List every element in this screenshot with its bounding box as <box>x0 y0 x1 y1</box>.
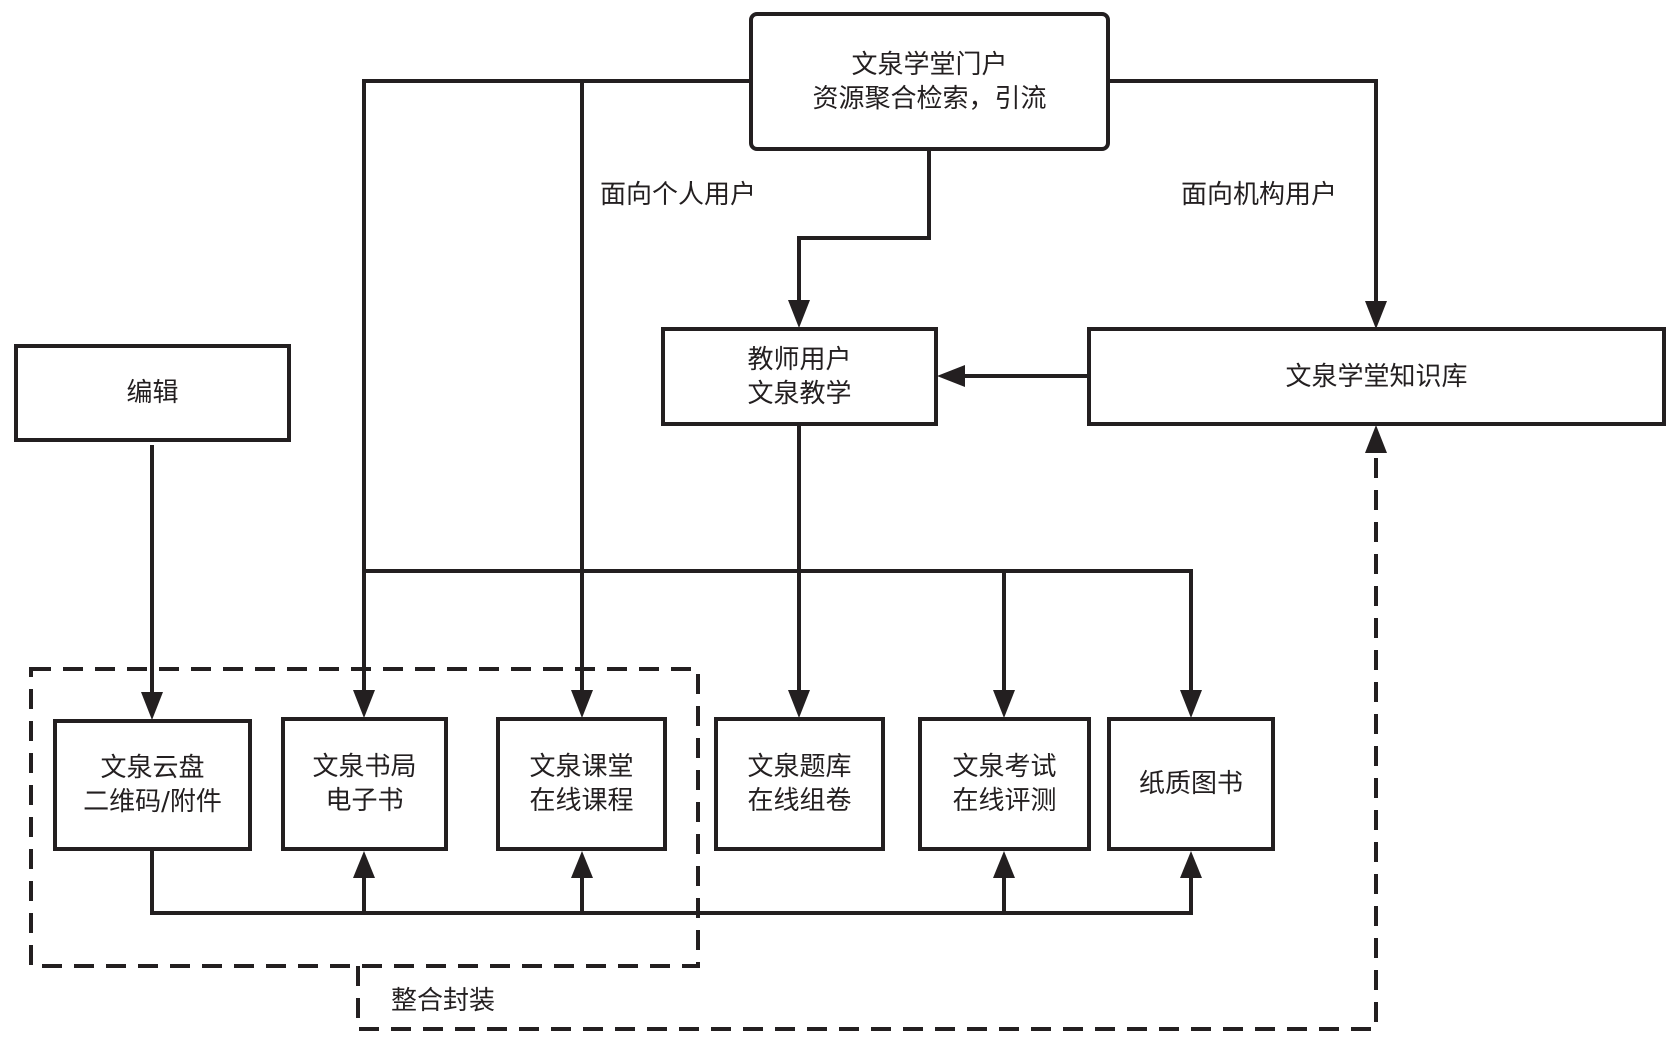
teacher-title: 教师用户 <box>747 344 852 375</box>
arrowhead-down-cloud-drive <box>141 692 163 720</box>
arrowhead-down-exam <box>993 690 1015 718</box>
edge-portal-to-teacher <box>797 150 931 302</box>
node-bookstore[interactable]: 文泉书局 电子书 <box>281 717 448 851</box>
node-paper-books[interactable]: 纸质图书 <box>1107 717 1275 851</box>
arrowhead-down-bookstore <box>353 690 375 718</box>
arrowhead-down-teacher <box>788 300 810 328</box>
cloud-drive-subtitle: 二维码/附件 <box>83 787 222 817</box>
editor-label: 编辑 <box>126 378 179 408</box>
arrowhead-up-exam <box>993 851 1015 878</box>
arrowhead-up-paper-books <box>1180 851 1202 878</box>
node-editor[interactable]: 编辑 <box>14 344 291 442</box>
bookstore-subtitle: 电子书 <box>325 786 404 816</box>
bookstore-title: 文泉书局 <box>312 752 417 782</box>
node-exam[interactable]: 文泉考试 在线评测 <box>918 717 1091 851</box>
exam-subtitle: 在线评测 <box>952 786 1057 816</box>
label-institution-users: 面向机构用户 <box>1181 180 1338 210</box>
node-question-bank[interactable]: 文泉题库 在线组卷 <box>714 717 885 851</box>
node-cloud-drive[interactable]: 文泉云盘 二维码/附件 <box>53 719 252 851</box>
classroom-subtitle: 在线课程 <box>529 786 634 816</box>
label-personal-users: 面向个人用户 <box>600 180 757 210</box>
arrowhead-up-bookstore <box>353 851 375 878</box>
edge-cloud-bottom-bus <box>150 850 1193 915</box>
node-portal[interactable]: 文泉学堂门户 资源聚合检索，引流 <box>749 12 1110 151</box>
teacher-subtitle: 文泉教学 <box>747 378 852 409</box>
question-bank-subtitle: 在线组卷 <box>747 786 852 816</box>
question-bank-title: 文泉题库 <box>747 752 852 782</box>
edge-portal-to-knowledge-base <box>1109 79 1378 303</box>
knowledge-base-label: 文泉学堂知识库 <box>1285 361 1468 392</box>
arrowhead-left-teacher <box>937 365 965 387</box>
arrowhead-down-knowledge-base <box>1365 301 1387 329</box>
arrowhead-up-classroom <box>571 851 593 878</box>
label-integration: 整合封装 <box>391 986 496 1016</box>
integration-group-border <box>29 667 700 968</box>
portal-title: 文泉学堂门户 <box>851 49 1008 80</box>
edge-bus-to-exam <box>364 569 1006 692</box>
exam-title: 文泉考试 <box>952 752 1057 782</box>
edge-portal-to-bookstore <box>362 79 750 692</box>
arrowhead-up-knowledge-base <box>1365 425 1387 453</box>
arrowhead-down-classroom <box>571 690 593 718</box>
cloud-drive-title: 文泉云盘 <box>100 753 205 783</box>
edge-bus-to-paper-books <box>1004 569 1193 692</box>
node-classroom[interactable]: 文泉课堂 在线课程 <box>496 717 667 851</box>
arrowhead-down-question-bank <box>788 690 810 718</box>
node-teacher[interactable]: 教师用户 文泉教学 <box>661 327 938 426</box>
classroom-title: 文泉课堂 <box>529 752 634 782</box>
node-knowledge-base[interactable]: 文泉学堂知识库 <box>1087 327 1666 426</box>
paper-books-label: 纸质图书 <box>1138 769 1243 799</box>
arrowhead-down-paper-books <box>1180 690 1202 718</box>
portal-subtitle: 资源聚合检索，引流 <box>812 83 1047 114</box>
